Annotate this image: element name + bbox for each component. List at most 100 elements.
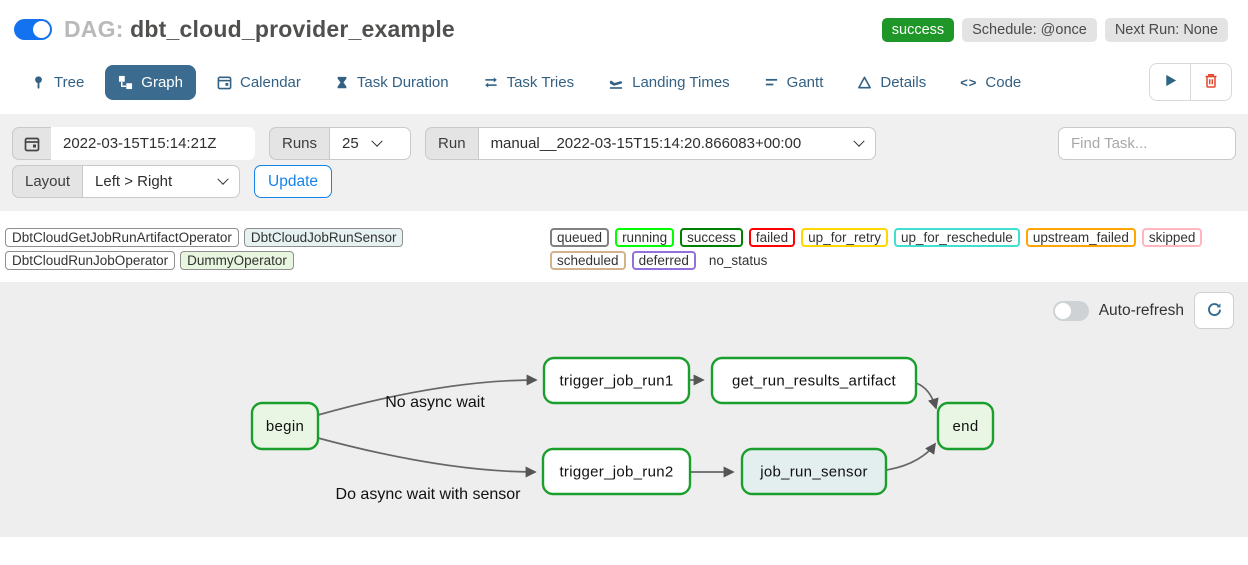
num-runs-value: 25 bbox=[342, 135, 359, 152]
dag-status-badge[interactable]: success bbox=[881, 17, 955, 42]
refresh-button[interactable] bbox=[1194, 292, 1234, 329]
legend-operator-badge: DbtCloudJobRunSensor bbox=[243, 228, 404, 247]
graph-panel: Auto-refresh No async wait Do async wait … bbox=[0, 282, 1248, 537]
legend-status-badge: running bbox=[615, 228, 675, 247]
run-select[interactable]: manual__2022-03-15T15:14:20.866083+00:00 bbox=[477, 127, 876, 160]
pin-icon bbox=[31, 75, 46, 90]
next-run-badge: Next Run: None bbox=[1104, 17, 1228, 42]
legend-status-badge: skipped bbox=[1141, 228, 1203, 247]
tab-tree[interactable]: Tree bbox=[18, 65, 97, 100]
schedule-badge: Schedule: @once bbox=[962, 17, 1097, 42]
edge-begin-to-trigger_job_run1 bbox=[317, 374, 538, 416]
tab-label: Tree bbox=[54, 73, 85, 91]
filter-panel: Runs 25 Run manual__2022-03-15T15:14:20.… bbox=[0, 114, 1248, 211]
landing-icon bbox=[608, 75, 624, 90]
graph-node-job_run_sensor[interactable]: job_run_sensor bbox=[740, 447, 888, 496]
legend-status-badge: upstream_failed bbox=[1025, 228, 1136, 247]
tab-label: Task Duration bbox=[356, 73, 449, 91]
tab-label: Details bbox=[880, 73, 927, 91]
details-icon bbox=[857, 75, 872, 90]
dag-prefix-label: DAG: bbox=[64, 16, 124, 42]
svg-text:trigger_job_run1: trigger_job_run1 bbox=[559, 373, 673, 390]
legend-operator-badge: DummyOperator bbox=[180, 251, 294, 270]
auto-refresh-toggle[interactable] bbox=[1052, 300, 1089, 321]
legend-operator-badge: DbtCloudGetJobRunArtifactOperator bbox=[5, 228, 239, 247]
legend-status-badge: up_for_retry bbox=[801, 228, 888, 247]
tab-gantt[interactable]: Gantt bbox=[751, 65, 837, 100]
trash-icon bbox=[1203, 72, 1219, 92]
header-badges: success Schedule: @once Next Run: None bbox=[881, 17, 1228, 42]
dag-id-label: dbt_cloud_provider_example bbox=[130, 16, 455, 42]
edge-begin-to-trigger_job_run2 bbox=[317, 437, 537, 478]
auto-refresh-label: Auto-refresh bbox=[1098, 301, 1184, 319]
view-tabs: Tree Graph Calendar Task Duration Task Tries… bbox=[18, 64, 1034, 100]
play-icon bbox=[1163, 73, 1178, 91]
gantt-icon bbox=[764, 75, 779, 90]
code-icon: <> bbox=[960, 74, 978, 90]
run-select-value: manual__2022-03-15T15:14:20.866083+00:00 bbox=[490, 135, 802, 152]
graph-node-trigger_job_run2[interactable]: trigger_job_run2 bbox=[541, 447, 692, 496]
tab-label: Task Tries bbox=[506, 73, 575, 91]
graph-node-end[interactable]: end bbox=[936, 401, 995, 451]
svg-text:end: end bbox=[953, 418, 979, 435]
num-runs-select[interactable]: 25 bbox=[329, 127, 412, 160]
tab-label: Code bbox=[985, 73, 1022, 91]
layout-label: Layout bbox=[12, 165, 84, 198]
svg-text:trigger_job_run2: trigger_job_run2 bbox=[559, 464, 673, 481]
graph-node-begin[interactable]: begin bbox=[250, 401, 320, 451]
toggle-knob bbox=[33, 21, 50, 38]
layout-select[interactable]: Left > Right bbox=[82, 165, 241, 198]
legend-status-badge: scheduled bbox=[550, 251, 626, 270]
graph-controls: Auto-refresh bbox=[1052, 292, 1234, 329]
tab-graph[interactable]: Graph bbox=[105, 64, 196, 100]
dag-pause-toggle[interactable] bbox=[14, 19, 52, 40]
tab-label: Landing Times bbox=[632, 73, 730, 91]
trigger-dag-button[interactable] bbox=[1149, 63, 1191, 101]
chevron-down-icon bbox=[217, 173, 229, 185]
tab-label: Calendar bbox=[240, 73, 301, 91]
runs-label: Runs bbox=[269, 127, 331, 160]
edge-job_run_sensor-to-end bbox=[885, 442, 936, 471]
calendar-icon bbox=[217, 75, 232, 90]
tab-calendar[interactable]: Calendar bbox=[204, 65, 314, 100]
legend-status-badge: success bbox=[680, 228, 743, 247]
svg-text:begin: begin bbox=[266, 418, 304, 435]
tab-code[interactable]: <> Code bbox=[947, 65, 1034, 100]
tab-task-tries[interactable]: Task Tries bbox=[470, 65, 588, 100]
base-date-input[interactable] bbox=[51, 127, 255, 160]
tab-details[interactable]: Details bbox=[844, 65, 939, 100]
legend-operator-badge: DbtCloudRunJobOperator bbox=[5, 251, 176, 270]
base-date-picker-button[interactable] bbox=[12, 127, 52, 160]
toggle-knob bbox=[1054, 302, 1071, 319]
tab-landing-times[interactable]: Landing Times bbox=[595, 65, 743, 100]
legend-status-badge: queued bbox=[550, 228, 610, 247]
run-label: Run bbox=[425, 127, 479, 160]
edge-label: No async wait bbox=[385, 394, 485, 411]
delete-dag-button[interactable] bbox=[1190, 63, 1232, 101]
edge-get_run_results_artifact-to-end bbox=[915, 382, 939, 410]
legend-status-badge: no_status bbox=[701, 251, 775, 270]
graph-node-get_run_results_artifact[interactable]: get_run_results_artifact bbox=[710, 356, 918, 405]
chevron-down-icon bbox=[371, 135, 383, 147]
tab-bar: Tree Graph Calendar Task Duration Task Tries… bbox=[0, 63, 1248, 101]
hourglass-icon bbox=[335, 75, 349, 90]
find-task-input[interactable] bbox=[1058, 127, 1236, 160]
svg-text:job_run_sensor: job_run_sensor bbox=[759, 464, 868, 481]
repeat-icon bbox=[483, 75, 499, 90]
legend-status-badge: up_for_reschedule bbox=[893, 228, 1020, 247]
dag-graph-canvas[interactable]: No async wait Do async wait with sensor be… bbox=[0, 282, 1248, 537]
dag-header: DAG: dbt_cloud_provider_example success … bbox=[0, 0, 1248, 43]
edge-label: Do async wait with sensor bbox=[336, 486, 522, 503]
graph-node-trigger_job_run1[interactable]: trigger_job_run1 bbox=[542, 356, 691, 405]
tab-task-duration[interactable]: Task Duration bbox=[322, 65, 462, 100]
layout-select-value: Left > Right bbox=[95, 173, 173, 190]
legend-status-badge: deferred bbox=[631, 251, 696, 270]
update-button[interactable]: Update bbox=[254, 165, 333, 198]
svg-text:get_run_results_artifact: get_run_results_artifact bbox=[732, 373, 896, 390]
status-legend: queued running success failed up_for_retry up… bbox=[550, 228, 1243, 270]
tab-label: Gantt bbox=[786, 73, 824, 91]
tab-label: Graph bbox=[141, 73, 183, 91]
legend-status-badge: failed bbox=[748, 228, 796, 247]
